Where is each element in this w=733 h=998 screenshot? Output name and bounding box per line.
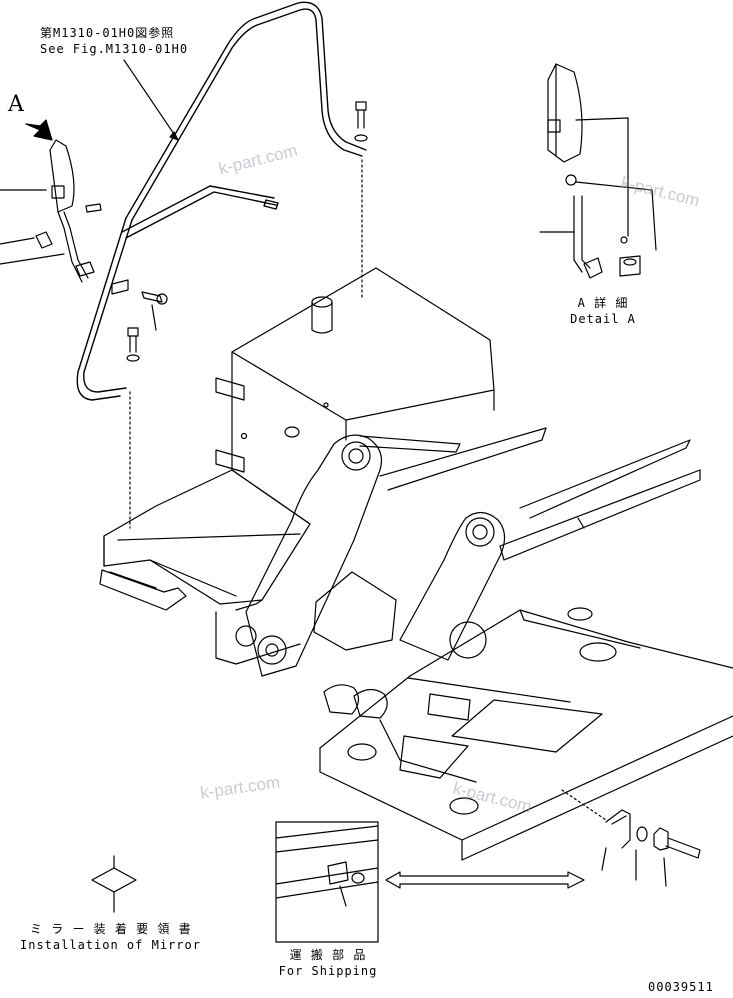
boom-foot-left [245, 434, 383, 677]
ref-label-jp: 第M1310-01H0図参照 [40, 26, 175, 40]
bolt-top [354, 101, 368, 301]
mirror-assembly [35, 139, 102, 283]
clip-bracket [111, 279, 129, 295]
revolving-frame [319, 607, 733, 861]
double-arrow [385, 871, 585, 889]
mirror-booklet-icon [91, 855, 137, 913]
callout-arrow [25, 119, 53, 141]
detail-a-figure [539, 63, 657, 279]
shipping-label-en: For Shipping [278, 964, 378, 978]
drawing-number: 00039511 [648, 980, 714, 994]
upper-frame [99, 469, 311, 665]
install-label-jp: ミ ラ ー 装 着 要 領 書 [30, 922, 192, 936]
callout-a-label: A [8, 92, 24, 117]
shipping-detail-box [275, 821, 379, 943]
install-label-en: Installation of Mirror [20, 938, 201, 952]
ref-label-en: See Fig.M1310-01H0 [40, 42, 189, 56]
center-bracket [313, 571, 397, 651]
ref-leader [123, 59, 179, 141]
shipping-parts [561, 789, 701, 887]
bolt-left [126, 327, 140, 529]
detail-a-label-jp: A 詳 細 [577, 296, 629, 310]
bolt-mid [141, 291, 168, 331]
detail-a-label-en: Detail A [570, 312, 636, 326]
shipping-label-jp: 運 搬 部 品 [289, 948, 367, 962]
deck-rails [359, 427, 701, 561]
boom-foot-right [399, 511, 506, 661]
fuel-tank [215, 267, 495, 525]
handrail-pipe [76, 1, 367, 401]
